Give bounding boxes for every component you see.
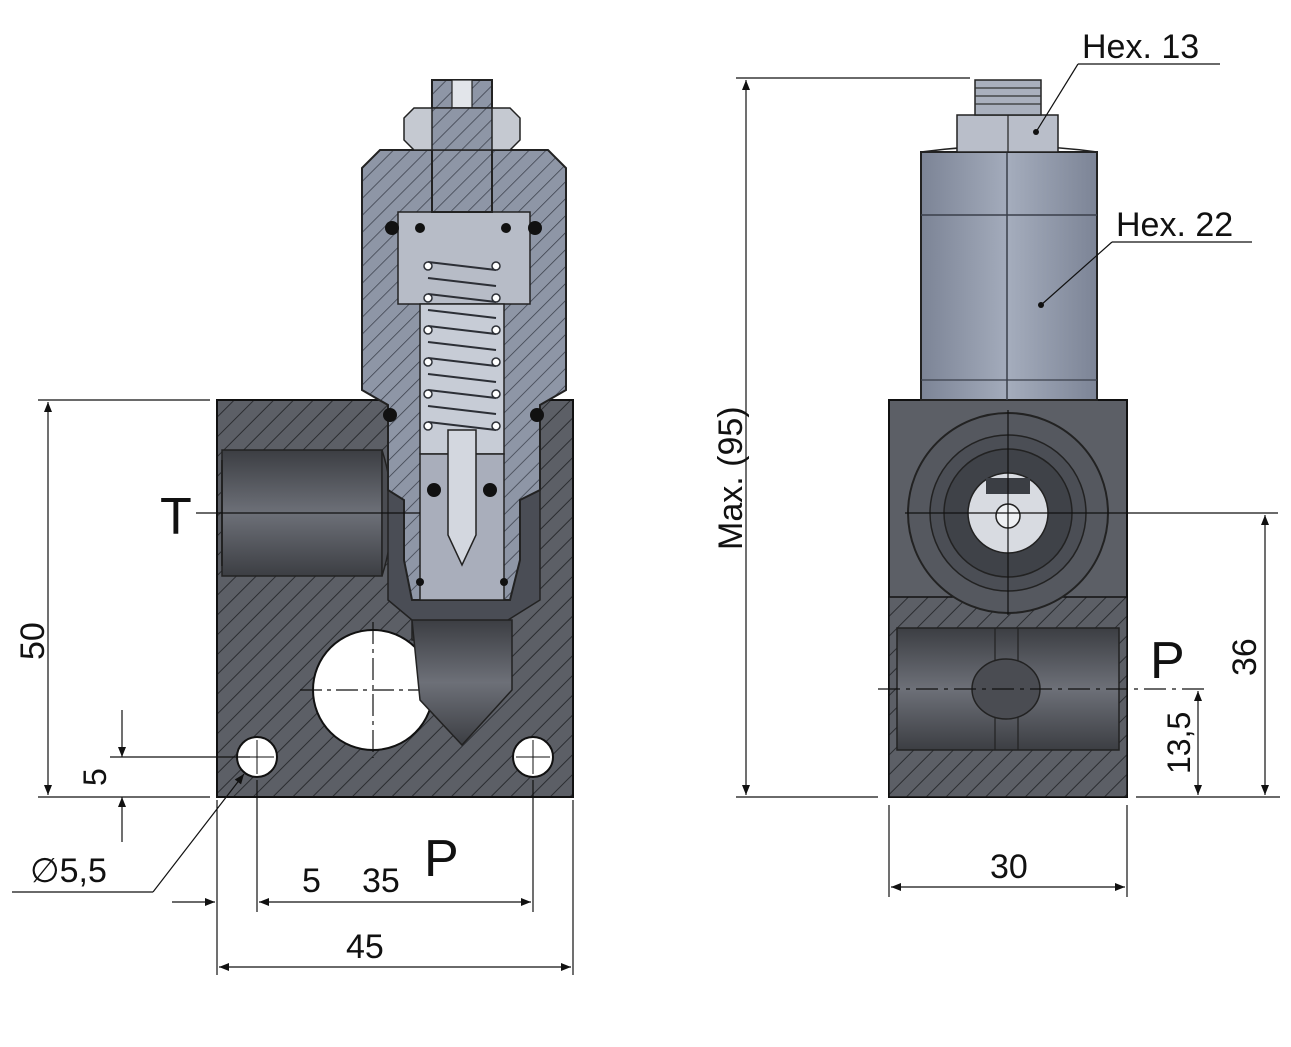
hex-22-body xyxy=(920,151,1098,401)
label-hex-22: Hex. 22 xyxy=(1116,206,1233,244)
poppet xyxy=(447,429,477,567)
adjusting-thread xyxy=(974,79,1042,116)
dim-max-height: Max. (95) xyxy=(712,406,750,550)
dim-height-13-5: 13,5 xyxy=(1161,712,1197,774)
side-view xyxy=(878,63,1278,798)
dim-width-45: 45 xyxy=(346,928,384,966)
label-port-p-side: P xyxy=(1150,632,1185,690)
dim-width-30: 30 xyxy=(990,848,1028,886)
dim-hole-offset-5: 5 xyxy=(77,768,113,786)
label-hex-13: Hex. 13 xyxy=(1082,28,1199,66)
label-port-p-front: P xyxy=(424,830,459,888)
label-port-t: T xyxy=(160,488,192,546)
dim-height-36: 36 xyxy=(1226,638,1264,676)
dim-offset-5: 5 xyxy=(302,862,321,900)
valve-seat xyxy=(411,619,513,747)
section-view xyxy=(196,79,574,798)
dim-hole-diameter: ∅5,5 xyxy=(30,852,107,890)
dim-height-50: 50 xyxy=(14,622,52,660)
dimensions-right xyxy=(736,77,1280,897)
dimensions-left xyxy=(12,399,574,975)
spring xyxy=(427,261,497,431)
dim-spacing-35: 35 xyxy=(362,862,400,900)
